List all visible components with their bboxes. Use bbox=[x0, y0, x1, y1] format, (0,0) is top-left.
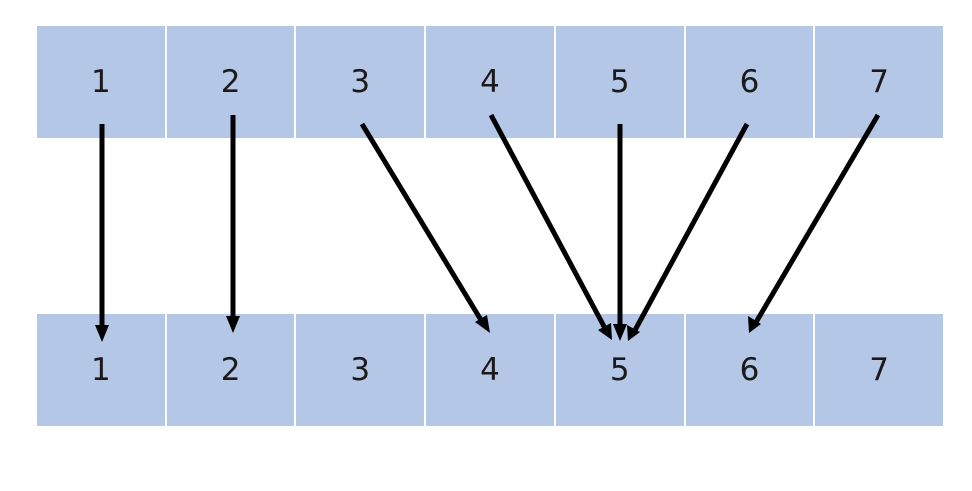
top-cell-2: 2 bbox=[166, 26, 297, 138]
bottom-cell-4: 4 bbox=[426, 314, 556, 426]
arrow-4-to-5 bbox=[488, 113, 610, 334]
arrow-3-to-4 bbox=[359, 122, 487, 327]
top-cell-6: 6 bbox=[685, 26, 816, 138]
top-cell-7: 7 bbox=[815, 26, 944, 138]
top-row: 1 2 3 4 5 6 7 bbox=[37, 26, 944, 138]
bottom-row: 1 2 3 4 5 6 7 bbox=[37, 314, 944, 426]
top-cell-5: 5 bbox=[555, 26, 686, 138]
top-cell-4: 4 bbox=[426, 26, 556, 138]
top-cell-1: 1 bbox=[37, 26, 167, 138]
arrow-6-to-5 bbox=[631, 122, 750, 334]
bottom-cell-3: 3 bbox=[296, 314, 427, 426]
bottom-cell-1: 1 bbox=[37, 314, 167, 426]
bottom-cell-7: 7 bbox=[815, 314, 944, 426]
bottom-cell-5: 5 bbox=[555, 314, 686, 426]
bottom-cell-2: 2 bbox=[166, 314, 297, 426]
top-cell-3: 3 bbox=[296, 26, 427, 138]
arrow-7-to-6 bbox=[752, 113, 881, 326]
bottom-cell-6: 6 bbox=[685, 314, 816, 426]
